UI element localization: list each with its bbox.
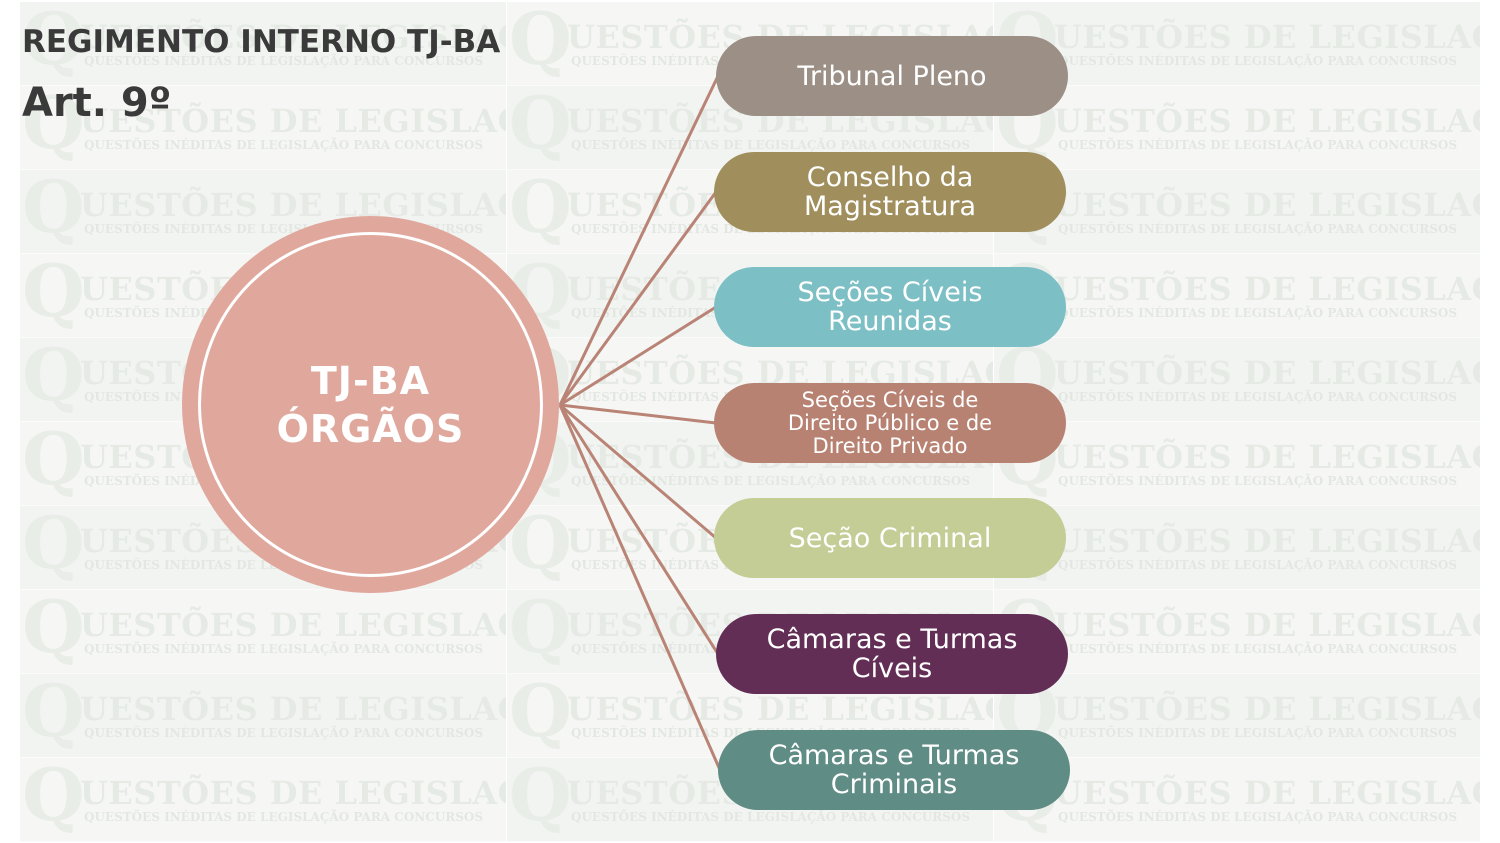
connector-line [558,404,722,771]
watermark-tile: QUESTÕES DE LEGISLAÇÃOQUESTÕES INÉDITAS … [20,2,506,86]
hub-inner-ring: TJ-BA ÓRGÃOS [198,232,543,577]
watermark-subtext: QUESTÕES INÉDITAS DE LEGISLAÇÃO PARA CON… [1058,726,1458,740]
watermark-subtext: QUESTÕES INÉDITAS DE LEGISLAÇÃO PARA CON… [1058,222,1458,236]
connector-line [559,305,717,407]
watermark-subtext: QUESTÕES INÉDITAS DE LEGISLAÇÃO PARA CON… [84,642,484,656]
watermark-text: UESTÕES DE LEGISLAÇÃO [1054,102,1480,140]
watermark-text: UESTÕES DE LEGISLAÇÃO [80,186,506,224]
page-subtitle: Art. 9º [22,80,172,126]
watermark-subtext: QUESTÕES INÉDITAS DE LEGISLAÇÃO PARA CON… [1058,810,1458,824]
watermark-tile: QUESTÕES DE LEGISLAÇÃOQUESTÕES INÉDITAS … [994,590,1480,674]
watermark-text: UESTÕES DE LEGISLAÇÃO [567,690,993,728]
connector-line [559,403,717,425]
watermark-letter: Q [509,170,572,249]
watermark-subtext: QUESTÕES INÉDITAS DE LEGISLAÇÃO PARA CON… [1058,138,1458,152]
watermark-subtext: QUESTÕES INÉDITAS DE LEGISLAÇÃO PARA CON… [571,810,971,824]
watermark-subtext: QUESTÕES INÉDITAS DE LEGISLAÇÃO PARA CON… [84,810,484,824]
watermark-subtext: QUESTÕES INÉDITAS DE LEGISLAÇÃO PARA CON… [1058,558,1458,572]
node-label: Conselho da Magistratura [803,162,977,222]
watermark-text: UESTÕES DE LEGISLAÇÃO [1054,690,1480,728]
watermark-text: UESTÕES DE LEGISLAÇÃO [80,18,506,56]
watermark-letter: Q [509,758,572,837]
watermark-text: UESTÕES DE LEGISLAÇÃO [1054,354,1480,392]
watermark-letter: Q [22,674,85,753]
watermark-subtext: QUESTÕES INÉDITAS DE LEGISLAÇÃO PARA CON… [1058,474,1458,488]
watermark-subtext: QUESTÕES INÉDITAS DE LEGISLAÇÃO PARA CON… [1058,306,1458,320]
node-camaras-turmas-civeis: Câmaras e Turmas Cíveis [716,614,1068,694]
watermark-subtext: QUESTÕES INÉDITAS DE LEGISLAÇÃO PARA CON… [1058,642,1458,656]
watermark-tile: QUESTÕES DE LEGISLAÇÃOQUESTÕES INÉDITAS … [994,2,1480,86]
hub-label-line1: TJ-BA [310,358,431,403]
watermark-text: UESTÕES DE LEGISLAÇÃO [80,690,506,728]
watermark-tile: QUESTÕES DE LEGISLAÇÃOQUESTÕES INÉDITAS … [20,674,506,758]
watermark-text: UESTÕES DE LEGISLAÇÃO [1054,270,1480,308]
watermark-text: UESTÕES DE LEGISLAÇÃO [1054,18,1480,56]
watermark-subtext: QUESTÕES INÉDITAS DE LEGISLAÇÃO PARA CON… [1058,390,1458,404]
node-label: Seções Cíveis Reunidas [797,277,983,337]
watermark-text: UESTÕES DE LEGISLAÇÃO [1054,522,1480,560]
central-hub-circle: TJ-BA ÓRGÃOS [182,216,559,593]
node-label: Câmaras e Turmas Criminais [768,740,1020,800]
watermark-subtext: QUESTÕES INÉDITAS DE LEGISLAÇÃO PARA CON… [571,474,971,488]
connector-line [559,403,717,540]
watermark-text: UESTÕES DE LEGISLAÇÃO [80,774,506,812]
watermark-letter: Q [22,86,85,165]
watermark-letter: Q [22,758,85,837]
watermark-text: UESTÕES DE LEGISLAÇÃO [80,606,506,644]
watermark-tile: QUESTÕES DE LEGISLAÇÃOQUESTÕES INÉDITAS … [20,590,506,674]
watermark-subtext: QUESTÕES INÉDITAS DE LEGISLAÇÃO PARA CON… [571,138,971,152]
watermark-letter: Q [22,170,85,249]
watermark-text: UESTÕES DE LEGISLAÇÃO [1054,606,1480,644]
node-label: Tribunal Pleno [797,60,987,92]
watermark-tile: QUESTÕES DE LEGISLAÇÃOQUESTÕES INÉDITAS … [994,86,1480,170]
watermark-subtext: QUESTÕES INÉDITAS DE LEGISLAÇÃO PARA CON… [84,726,484,740]
watermark-letter: Q [22,254,85,333]
page-title: REGIMENTO INTERNO TJ-BA [22,24,501,60]
watermark-tile: QUESTÕES DE LEGISLAÇÃOQUESTÕES INÉDITAS … [20,86,506,170]
connector-line [558,75,720,406]
node-secao-criminal: Seção Criminal [714,498,1066,578]
watermark-text: UESTÕES DE LEGISLAÇÃO [1054,438,1480,476]
watermark-tile: QUESTÕES DE LEGISLAÇÃOQUESTÕES INÉDITAS … [507,422,993,506]
watermark-letter: Q [509,86,572,165]
watermark-letter: Q [509,674,572,753]
watermark-letter: Q [22,422,85,501]
node-secoes-civeis-direito: Seções Cíveis de Direito Público e de Di… [714,383,1066,463]
watermark-letter: Q [22,2,85,81]
watermark-letter: Q [22,506,85,585]
node-secoes-civeis-reunidas: Seções Cíveis Reunidas [714,267,1066,347]
connector-line [558,191,718,406]
watermark-subtext: QUESTÕES INÉDITAS DE LEGISLAÇÃO PARA CON… [84,54,484,68]
connector-line [558,404,720,655]
watermark-text: UESTÕES DE LEGISLAÇÃO [80,102,506,140]
node-tribunal-pleno: Tribunal Pleno [716,36,1068,116]
node-label: Câmaras e Turmas Cíveis [766,624,1018,684]
watermark-tile: QUESTÕES DE LEGISLAÇÃOQUESTÕES INÉDITAS … [20,758,506,842]
node-conselho-magistratura: Conselho da Magistratura [714,152,1066,232]
watermark-letter: Q [509,2,572,81]
watermark-tile: QUESTÕES DE LEGISLAÇÃOQUESTÕES INÉDITAS … [994,170,1480,254]
watermark-letter: Q [22,590,85,669]
watermark-letter: Q [22,338,85,417]
watermark-subtext: QUESTÕES INÉDITAS DE LEGISLAÇÃO PARA CON… [84,138,484,152]
node-label: Seção Criminal [788,522,992,554]
hub-label-line2: ÓRGÃOS [276,406,465,451]
node-label: Seções Cíveis de Direito Público e de Di… [787,387,993,458]
node-camaras-turmas-criminais: Câmaras e Turmas Criminais [718,730,1070,810]
watermark-tile: QUESTÕES DE LEGISLAÇÃOQUESTÕES INÉDITAS … [994,338,1480,422]
watermark-tile: QUESTÕES DE LEGISLAÇÃOQUESTÕES INÉDITAS … [994,254,1480,338]
watermark-letter: Q [509,590,572,669]
watermark-text: UESTÕES DE LEGISLAÇÃO [1054,774,1480,812]
watermark-tile: QUESTÕES DE LEGISLAÇÃOQUESTÕES INÉDITAS … [994,674,1480,758]
watermark-text: UESTÕES DE LEGISLAÇÃO [1054,186,1480,224]
watermark-subtext: QUESTÕES INÉDITAS DE LEGISLAÇÃO PARA CON… [1058,54,1458,68]
watermark-tile: QUESTÕES DE LEGISLAÇÃOQUESTÕES INÉDITAS … [994,422,1480,506]
